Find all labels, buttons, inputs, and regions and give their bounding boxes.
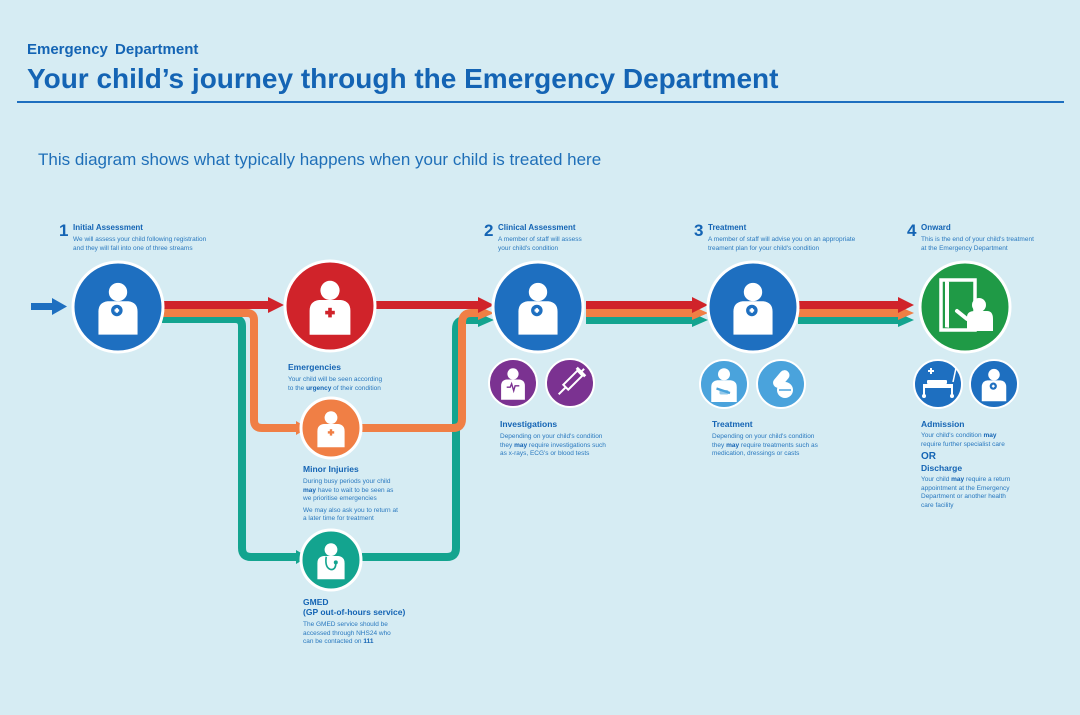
syringe-icon — [545, 358, 595, 408]
minor-injuries-title: Minor Injuries — [303, 464, 359, 474]
minor-injuries-circle — [299, 396, 363, 460]
emergencies-text: Emergencies Your child will be seen acco… — [288, 362, 438, 393]
investigations-title: Investigations — [500, 419, 558, 429]
onward-circle — [918, 260, 1012, 354]
clinical-assessment-circle — [491, 260, 585, 354]
step-description: A member of staff will advise you on an … — [708, 236, 856, 252]
admission-title: Admission — [921, 419, 965, 429]
child-plus-icon — [309, 280, 351, 335]
step-heading: Onward — [921, 223, 951, 232]
treatment-text: Treatment Depending on your child's cond… — [712, 419, 872, 459]
step-number: 3 — [694, 221, 704, 240]
arm-cast-icon — [699, 359, 749, 409]
exit-door-icon — [939, 278, 993, 332]
child-plus-icon — [98, 282, 138, 335]
step-number: 2 — [484, 221, 494, 240]
gmed-description: The GMED service should be accessed thro… — [303, 621, 391, 645]
hospital-bed-icon — [913, 359, 963, 409]
gmed-title: GMED — [303, 597, 329, 607]
initial-assessment-circle — [71, 260, 165, 354]
child-plus-icon — [969, 359, 1019, 409]
step-description: A member of staff will assess your child… — [498, 236, 582, 252]
minor-injuries-description: During busy periods your child may have … — [303, 478, 398, 522]
step-heading: Initial Assessment — [73, 223, 143, 232]
emergencies-title: Emergencies — [288, 362, 341, 372]
or-separator: OR — [921, 451, 936, 462]
child-plus-icon — [317, 411, 345, 448]
emergencies-circle — [283, 259, 377, 353]
discharge-title: Discharge — [921, 463, 963, 473]
gmed-subtitle: (GP out-of-hours service) — [303, 607, 406, 617]
gmed-text: GMED (GP out-of-hours service) The GMED … — [303, 597, 453, 647]
step-description: This is the end of your child's treatmen… — [921, 236, 1034, 252]
child-plus-icon — [518, 282, 558, 335]
step-heading: Treatment — [708, 223, 747, 232]
discharge-description: Your child may require a return appointm… — [921, 476, 1011, 509]
doctor-stethoscope-icon — [317, 543, 345, 580]
entry-arrow — [31, 298, 67, 315]
emergencies-stream-arrowheads — [268, 297, 914, 313]
department-label: Emergency Department — [27, 41, 199, 58]
treatment-description: Depending on your child's condition they… — [712, 433, 818, 457]
minor-injuries-text: Minor Injuries During busy periods your … — [303, 464, 453, 524]
page-title: Your child’s journey through the Emergen… — [27, 63, 779, 94]
diagram-subtitle: This diagram shows what typically happen… — [38, 150, 602, 169]
pills-icon — [756, 359, 806, 409]
title-divider — [17, 101, 1064, 103]
minor-injuries-stream-path — [162, 309, 900, 432]
emergencies-description: Your child will be seen according to the… — [288, 376, 383, 392]
child-plus-icon — [733, 282, 773, 335]
step-number: 1 — [59, 221, 69, 240]
investigations-description: Depending on your child's condition they… — [500, 433, 606, 457]
step-number: 4 — [907, 221, 917, 240]
admission-description: Your child's condition may require furth… — [921, 432, 1005, 448]
step-description: We will assess your child following regi… — [73, 236, 207, 252]
investigations-text: Investigations Depending on your child's… — [500, 419, 660, 459]
treatment-circle — [706, 260, 800, 354]
treatment-title: Treatment — [712, 419, 753, 429]
step-heading: Clinical Assessment — [498, 223, 576, 232]
gmed-circle — [299, 528, 363, 592]
onward-text: Admission Your child's condition may req… — [921, 419, 1061, 510]
ecg-icon — [488, 358, 538, 408]
